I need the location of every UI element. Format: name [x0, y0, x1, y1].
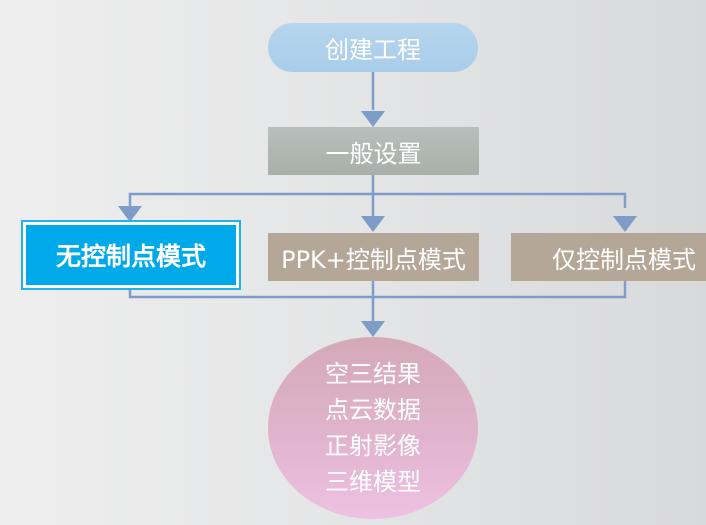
- result-3d-model: 三维模型: [325, 468, 421, 496]
- arrow-head-ppk: [361, 216, 385, 232]
- arrow-head-no-control: [118, 206, 142, 222]
- node-no-control-point-mode: 无控制点模式: [21, 220, 241, 290]
- node-create-project-label: 创建工程: [325, 36, 421, 64]
- node-control-point-only-mode: 仅控制点模式: [511, 233, 706, 281]
- result-aerotriangulation: 空三结果: [325, 360, 421, 388]
- result-point-cloud: 点云数据: [325, 396, 421, 424]
- edge-split-bar: [128, 192, 627, 208]
- edge-merge-bar: [128, 281, 627, 299]
- node-ppk-control-point-mode-label: PPK+控制点模式: [281, 245, 466, 274]
- node-control-point-only-mode-label: 仅控制点模式: [552, 245, 696, 274]
- node-general-settings-label: 一般设置: [325, 139, 422, 168]
- node-ppk-control-point-mode: PPK+控制点模式: [268, 233, 479, 281]
- node-create-project: 创建工程: [268, 23, 478, 72]
- node-general-settings: 一般设置: [268, 127, 479, 175]
- node-no-control-point-mode-label: 无控制点模式: [55, 242, 206, 271]
- arrow-head-results: [361, 321, 385, 337]
- node-results: 空三结果 点云数据 正射影像 三维模型: [268, 337, 478, 519]
- result-orthophoto: 正射影像: [325, 432, 421, 460]
- arrow-head-general: [361, 111, 385, 127]
- arrow-head-control-only: [613, 216, 637, 232]
